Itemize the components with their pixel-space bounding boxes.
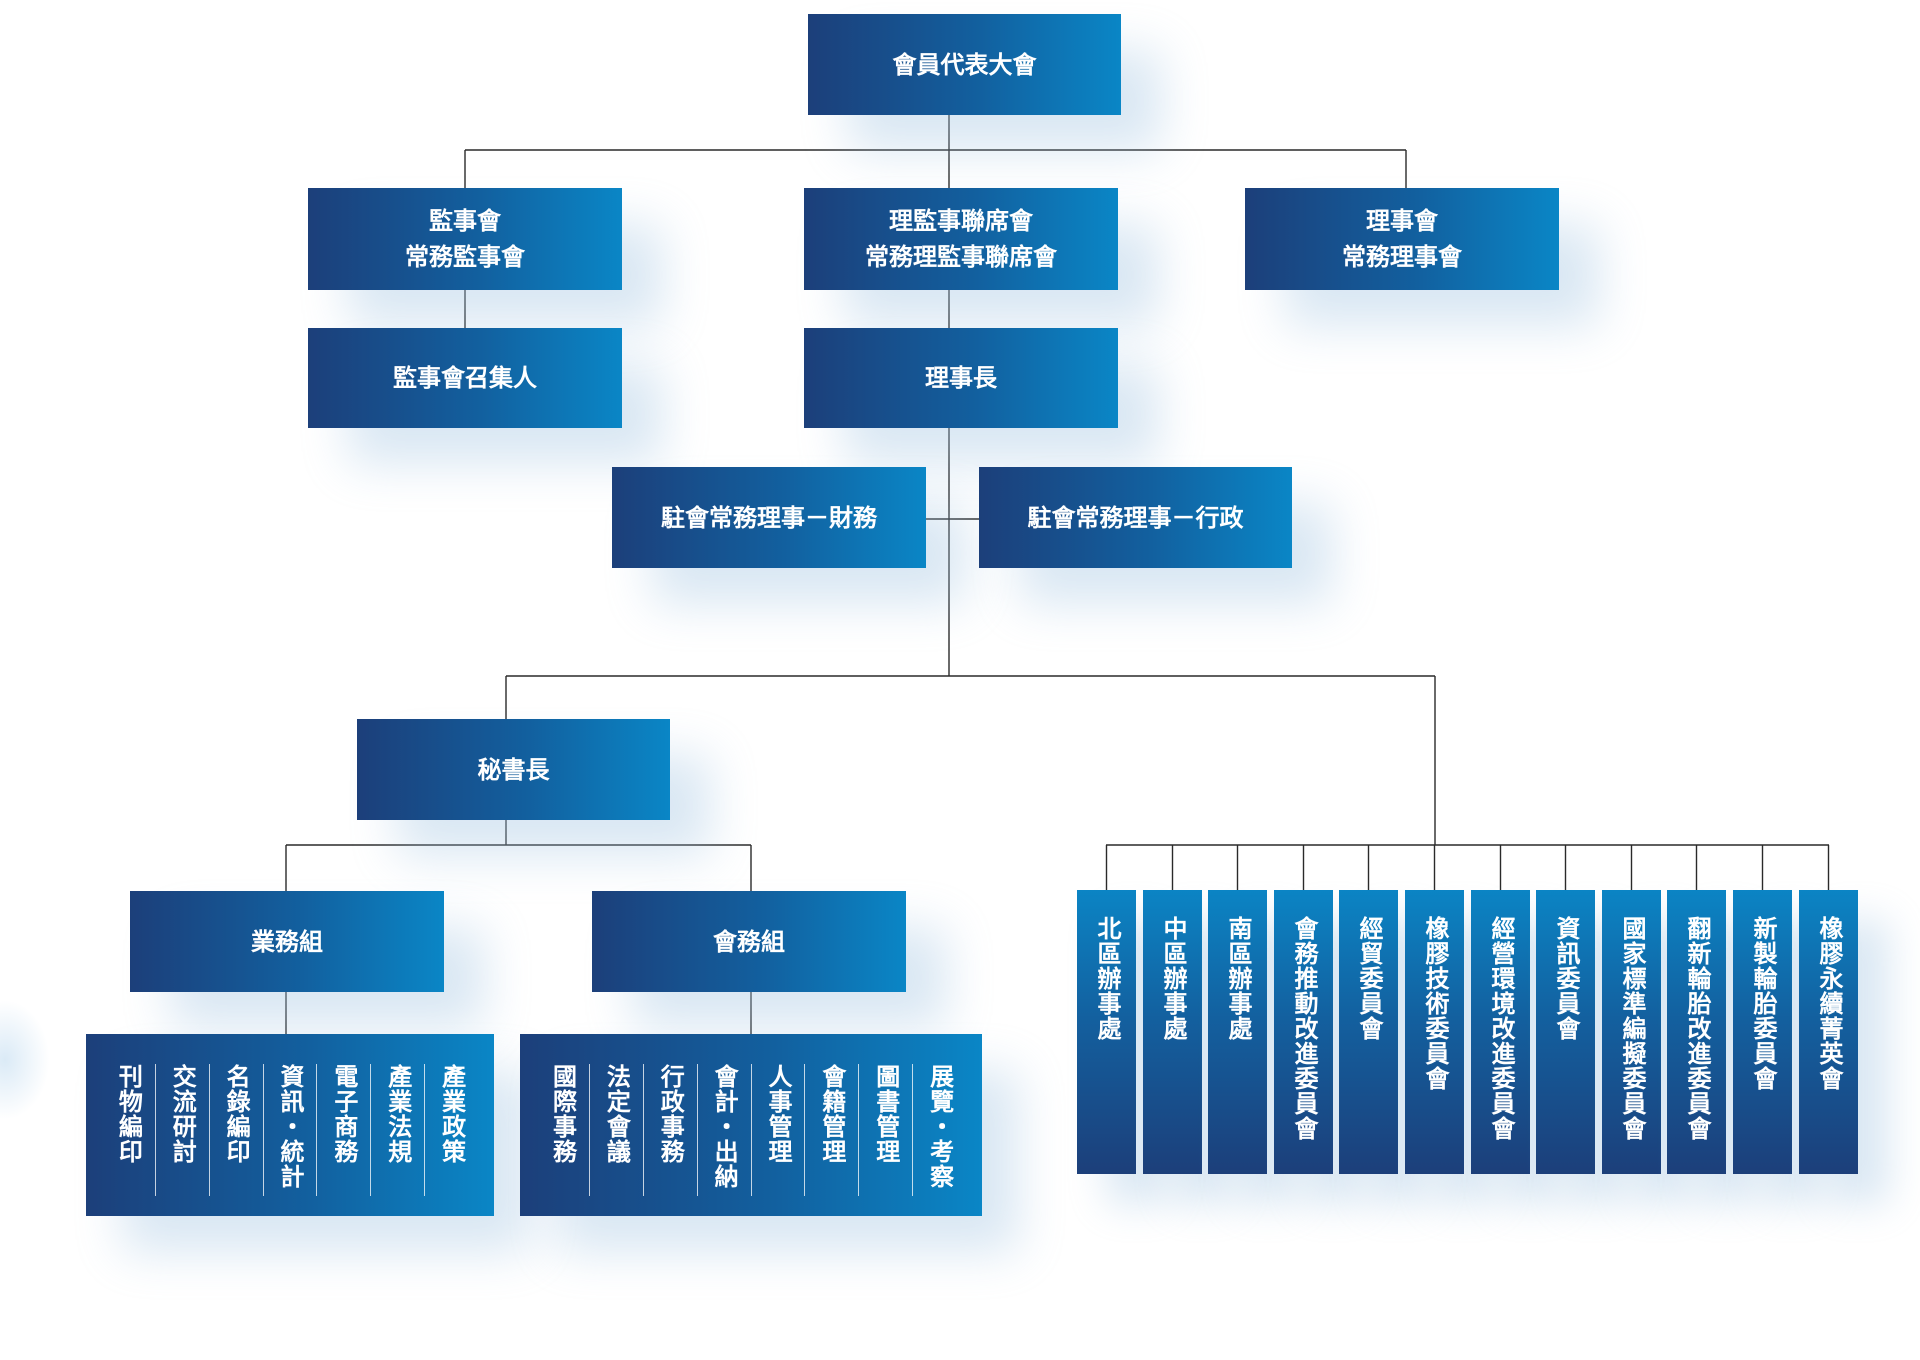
business-group-tasks: 刊物編印 交流研討 名錄編印 資訊・統計 電子商務 產業法規 產業政策 [86, 1034, 494, 1216]
business-task-label: 交流研討 [168, 1064, 197, 1164]
affairs-group-tasks: 國際事務 法定會議 行政事務 會計・出納 人事管理 會籍管理 圖書管理 展覽・考… [520, 1034, 982, 1216]
affairs-task: 展覽・考察 [912, 1064, 966, 1196]
standing-board-label: 常務理事會 [1342, 243, 1462, 271]
committee-unit-label: 橡膠技術委員會 [1421, 916, 1449, 1091]
business-task: 刊物編印 [102, 1064, 155, 1196]
committee-unit: 翻新輪胎改進委員會 [1667, 890, 1726, 1174]
committee-unit: 資訊委員會 [1536, 890, 1595, 1174]
board-of-directors-label: 理事會 [1366, 207, 1438, 235]
joint-meeting-box: 理監事聯席會 常務理監事聯席會 [804, 188, 1118, 290]
chairman-box: 理事長 [804, 328, 1118, 428]
affairs-group-label: 會務組 [713, 927, 785, 956]
joint-meeting-label: 理監事聯席會 [889, 207, 1033, 235]
affairs-task: 行政事務 [642, 1064, 697, 1196]
affairs-task: 圖書管理 [858, 1064, 912, 1196]
business-task-label: 電子商務 [329, 1064, 358, 1164]
committee-unit: 南區辦事處 [1208, 890, 1267, 1174]
business-group-label: 業務組 [251, 927, 323, 956]
committee-unit-label: 國家標準編擬委員會 [1618, 916, 1646, 1141]
general-assembly-label: 會員代表大會 [892, 50, 1037, 79]
committee-unit: 中區辦事處 [1143, 890, 1202, 1174]
business-task-label: 刊物編印 [114, 1064, 143, 1164]
committee-unit: 經營環境改進委員會 [1471, 890, 1530, 1174]
affairs-task-label: 人事管理 [763, 1064, 792, 1164]
committee-unit: 會務推動改進委員會 [1274, 890, 1333, 1174]
supervisors-board-box: 監事會 常務監事會 [308, 188, 622, 290]
committee-unit-label: 南區辦事處 [1224, 916, 1252, 1041]
affairs-task-label: 展覽・考察 [925, 1064, 954, 1189]
business-task-label: 資訊・統計 [276, 1064, 304, 1189]
affairs-task-label: 圖書管理 [871, 1064, 900, 1164]
committee-unit: 經貿委員會 [1339, 890, 1398, 1174]
board-of-directors-box: 理事會 常務理事會 [1245, 188, 1559, 290]
general-assembly-box: 會員代表大會 [808, 14, 1121, 115]
resident-director-admin-box: 駐會常務理事－行政 [979, 467, 1292, 568]
resident-director-finance-box: 駐會常務理事－財務 [612, 467, 926, 568]
committee-unit-label: 經貿委員會 [1355, 916, 1383, 1041]
business-task: 交流研討 [154, 1064, 209, 1196]
committee-unit-label: 北區辦事處 [1093, 916, 1121, 1041]
committee-unit: 新製輪胎委員會 [1733, 890, 1792, 1174]
business-task: 名錄編印 [208, 1064, 263, 1196]
supervisor-convener-box: 監事會召集人 [308, 328, 622, 428]
chairman-label: 理事長 [925, 364, 997, 392]
supervisor-convener-label: 監事會召集人 [393, 364, 537, 392]
affairs-task-label: 行政事務 [656, 1064, 685, 1164]
committee-unit: 橡膠永續菁英會 [1799, 890, 1858, 1174]
committee-unit: 橡膠技術委員會 [1405, 890, 1464, 1174]
business-task-label: 產業政策 [437, 1064, 466, 1164]
committee-unit-label: 中區辦事處 [1159, 916, 1187, 1041]
affairs-task: 會計・出納 [696, 1064, 751, 1196]
affairs-task: 國際事務 [536, 1064, 589, 1196]
resident-director-finance-label: 駐會常務理事－財務 [661, 503, 877, 532]
committee-unit-label: 資訊委員會 [1552, 916, 1580, 1041]
business-group-box: 業務組 [130, 891, 444, 992]
business-task-label: 名錄編印 [222, 1064, 251, 1164]
standing-joint-meeting-label: 常務理監事聯席會 [865, 243, 1057, 271]
affairs-task-label: 會籍管理 [817, 1064, 846, 1164]
affairs-task: 法定會議 [588, 1064, 643, 1196]
business-task-label: 產業法規 [383, 1064, 412, 1164]
business-task: 資訊・統計 [262, 1064, 317, 1196]
committee-unit: 國家標準編擬委員會 [1602, 890, 1661, 1174]
committee-unit-label: 橡膠永續菁英會 [1815, 916, 1843, 1091]
affairs-task-label: 法定會議 [602, 1064, 631, 1164]
standing-supervisors-label: 常務監事會 [405, 243, 525, 271]
committee-unit-label: 會務推動改進委員會 [1290, 916, 1318, 1141]
affairs-task-label: 國際事務 [548, 1064, 577, 1164]
committee-unit-label: 翻新輪胎改進委員會 [1683, 916, 1711, 1141]
committee-unit: 北區辦事處 [1077, 890, 1136, 1174]
resident-director-admin-label: 駐會常務理事－行政 [1027, 503, 1244, 532]
affairs-task: 會籍管理 [804, 1064, 858, 1196]
business-task: 產業政策 [424, 1064, 478, 1196]
secretary-general-box: 秘書長 [357, 719, 670, 820]
committee-unit-label: 新製輪胎委員會 [1749, 916, 1777, 1091]
affairs-task: 人事管理 [750, 1064, 805, 1196]
supervisors-board-label: 監事會 [429, 207, 501, 235]
affairs-group-box: 會務組 [592, 891, 906, 992]
affairs-task-label: 會計・出納 [710, 1064, 739, 1189]
committee-unit-label: 經營環境改進委員會 [1487, 916, 1515, 1141]
business-task: 產業法規 [370, 1064, 424, 1196]
decorative-glow [0, 1000, 50, 1120]
secretary-general-label: 秘書長 [477, 755, 550, 784]
business-task: 電子商務 [316, 1064, 370, 1196]
